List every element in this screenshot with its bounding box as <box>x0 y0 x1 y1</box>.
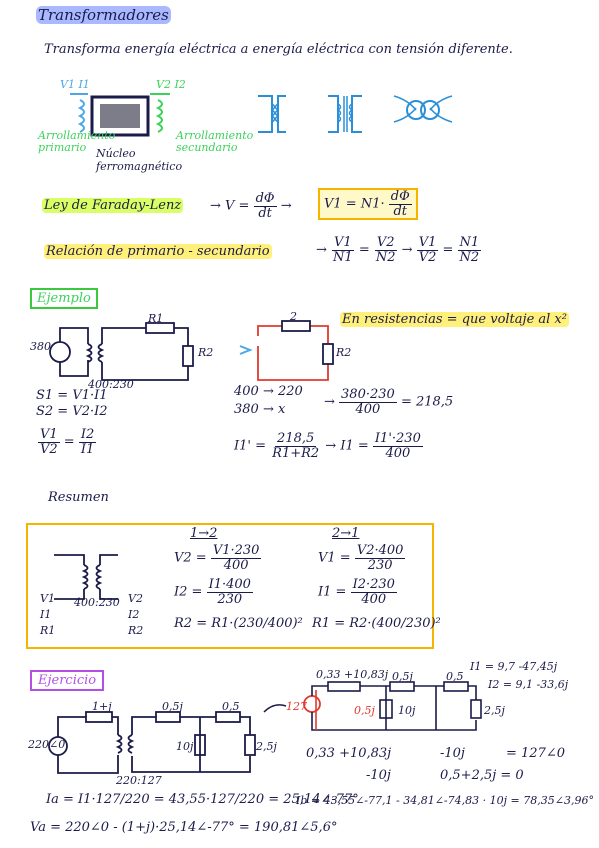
resumen-box <box>26 523 434 649</box>
z2-label: 0,5j <box>162 700 183 713</box>
ejercicio-ratio: 220:127 <box>116 774 162 787</box>
r2b-label: R2 <box>336 346 352 359</box>
eq-b: -10j <box>440 746 465 761</box>
r2-label: R2 <box>198 346 214 359</box>
eq-d: -10j <box>366 768 391 783</box>
source-value: 380 <box>30 340 51 353</box>
resumen-transformer <box>54 554 118 600</box>
c-src-label: 127 <box>286 700 307 713</box>
ib-eq: Ib = 43,55∠-77,1 - 34,81∠-74,83 · 10j = … <box>296 794 594 807</box>
eq-e: 0,5+2,5j = 0 <box>440 768 524 783</box>
prop-line-1: 400 → 220 <box>234 384 303 399</box>
eq-a: 0,33 +10,83j <box>306 746 392 761</box>
col1-r: R2 = R1·(230/400)² <box>174 616 303 631</box>
core-label: Núcleo ferromagnético <box>96 147 183 173</box>
prop-line-2: 380 → x <box>234 402 286 417</box>
resumen-i2: I2 <box>128 608 140 621</box>
secondary-winding-label: Arrollamiento secundario <box>176 129 254 155</box>
resumen-v2: V2 <box>128 592 143 605</box>
c-b-label: 10j <box>398 704 416 717</box>
ejemplo-note: En resistencias = que voltaje al x² <box>340 312 569 327</box>
ia-eq: Ia = I1·127/220 = 43,55·127/220 = 25,14∠… <box>46 792 359 807</box>
c-z2-label: 0,5j <box>392 670 413 683</box>
z3-label: 0,5 <box>222 700 240 713</box>
ejercicio-circuit-left <box>48 681 482 774</box>
resumen-ratio: 400:230 <box>74 596 120 609</box>
s1-eq: S1 = V1·I1 <box>36 388 108 403</box>
ejemplo-label: Ejemplo <box>30 288 98 309</box>
c-a-label: 0,5j <box>354 704 375 717</box>
v1i1-label: V1 I1 <box>60 78 90 91</box>
ejercicio-label: Ejercicio <box>30 670 105 691</box>
c-z-label: 0,33 +10,83j <box>316 668 389 681</box>
col2-r: R1 = R2·(400/230)² <box>312 616 441 631</box>
s2-eq: S2 = V2·I2 <box>36 404 108 419</box>
intro-text: Transforma energía eléctrica a energía e… <box>44 42 513 57</box>
r1-label: R1 <box>148 312 164 325</box>
eq-c: = 127∠0 <box>506 746 566 761</box>
c-z3-label: 0,5 <box>446 670 464 683</box>
i2-result: I2 = 9,1 -33,6j <box>488 678 569 691</box>
va-eq: Va = 220∠0 - (1+j)·25,14∠-77° = 190,81∠5… <box>30 820 338 835</box>
ejemplo-circuit-left <box>49 320 334 381</box>
zc-label: 10j <box>176 740 194 753</box>
page-title: Transformadores <box>36 6 171 24</box>
resumen-label: Resumen <box>48 490 109 505</box>
ejemplo-ratio: 400:230 <box>88 378 134 391</box>
c-c-label: 2,5j <box>484 704 505 717</box>
z1-label: 1+j <box>92 700 112 713</box>
resumen-i1: I1 <box>40 608 52 621</box>
col2-head: 2→1 <box>332 526 360 541</box>
resumen-r2: R2 <box>128 624 144 637</box>
resumen-r1: R1 <box>40 624 56 637</box>
col1-head: 1→2 <box>190 526 218 541</box>
i1-result: I1 = 9,7 -47,45j <box>470 660 558 673</box>
r1b-label: 2 <box>290 310 297 323</box>
relacion-label: Relación de primario - secundario <box>44 244 272 259</box>
transformer-diagram <box>70 93 453 137</box>
primary-winding-label: Arrollamiento primario <box>38 129 116 155</box>
resumen-v1: V1 <box>40 592 55 605</box>
v2i2-label: V2 I2 <box>156 78 186 91</box>
ejercicio-source: 220∠0 <box>28 738 66 751</box>
zl-label: 2,5j <box>256 740 277 753</box>
faraday-label: Ley de Faraday-Lenz <box>42 198 184 213</box>
